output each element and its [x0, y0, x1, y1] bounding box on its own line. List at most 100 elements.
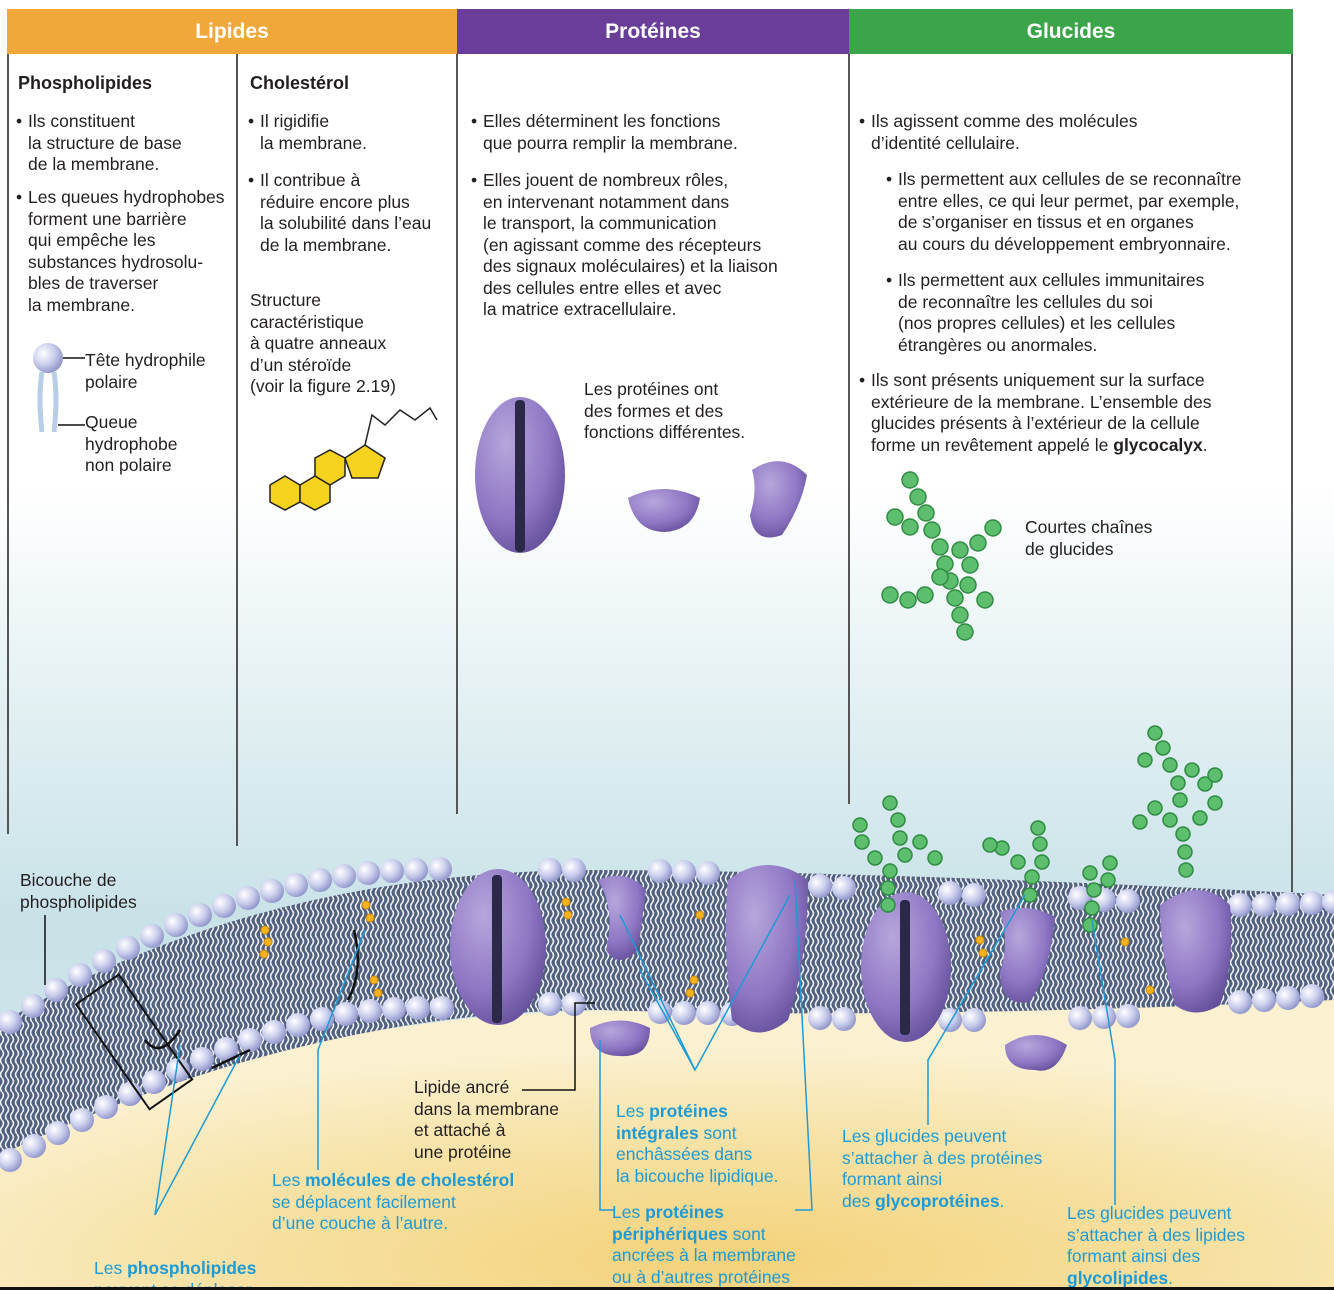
glycoproteines-label: Les glucides peuvent s’attacher à des pr…: [842, 1126, 1042, 1212]
text-line: Ils sont présents uniquement sur la surf…: [871, 370, 1205, 390]
text-line: forment une barrière: [28, 208, 187, 229]
bicouche-label: Bicouche de phospholipides: [20, 870, 137, 913]
header-glucides: Glucides: [849, 9, 1293, 54]
text-line: au cours du développement embryonnaire.: [898, 233, 1231, 254]
text-line: en intervenant notamment dans: [483, 191, 730, 212]
text-line: qui empêche les: [28, 230, 156, 250]
phospholipides-title: Phospholipides: [18, 73, 153, 93]
text-line: la membrane.: [28, 294, 135, 315]
phospholipides-bullet-1: • Ils constituent la structure de base d…: [16, 111, 182, 174]
text-line: de la membrane.: [28, 154, 160, 174]
text-line: la membrane.: [260, 132, 367, 153]
text-line: Structure: [250, 290, 321, 310]
text-segment: sont: [727, 1223, 766, 1244]
phospholipides-move-label: Les phospholipides peuvent se déplacer: [94, 1258, 256, 1290]
text-line: de s’organiser en tissus et en organes: [898, 212, 1194, 232]
integrales-term: intégrales: [616, 1122, 699, 1143]
text-line: Courtes chaînes: [1025, 517, 1153, 537]
text-segment: Les: [616, 1101, 650, 1121]
phospholipides-term: phospholipides: [127, 1258, 257, 1278]
peripheriques-term: périphériques: [612, 1223, 728, 1244]
glucides-bullet-2: • Ils sont présents uniquement sur la su…: [859, 370, 1212, 457]
text-line: Il contribue à: [260, 170, 361, 190]
text-line: Les queues hydrophobes: [28, 187, 225, 207]
cholesterol-bullet-2: • Il contribue à réduire encore plus la …: [248, 170, 432, 255]
text-segment: .: [1202, 434, 1208, 455]
proteines-formes-label: Les protéines ont des formes et des fonc…: [584, 379, 745, 444]
text-line: Les protéines: [616, 1101, 778, 1123]
divider-right: [1291, 54, 1293, 892]
header-lipides: Lipides: [7, 9, 457, 54]
text-line: la structure de base: [28, 132, 182, 153]
proteines-bullet-1: • Elles déterminent les fonctions que po…: [471, 111, 738, 153]
text-line: Les molécules de cholestérol: [272, 1170, 514, 1192]
glycocalyx-term: glycocalyx: [1113, 434, 1203, 455]
text-line: ou à d’autres protéines: [612, 1266, 791, 1287]
proteines-term: protéines: [645, 1202, 724, 1222]
text-line: et attaché à: [414, 1120, 506, 1140]
text-line: bles de traverser: [28, 273, 159, 293]
text-line: Les protéines: [612, 1202, 796, 1224]
text-line: Ils permettent aux cellules de se reconn…: [898, 169, 1242, 189]
text-line: non polaire: [85, 455, 172, 475]
text-line: caractéristique: [250, 311, 364, 332]
cholesterol-title: Cholestérol: [250, 73, 350, 93]
text-line: périphériques sont: [612, 1224, 796, 1246]
text-line: à quatre anneaux: [250, 333, 387, 353]
glycolipides-label: Les glucides peuvent s’attacher à des li…: [1067, 1203, 1245, 1289]
proteines-peripheriques-label: Les protéines périphériques sont ancrées…: [612, 1202, 796, 1288]
text-line: extérieure de la membrane. L’ensemble de…: [871, 391, 1212, 412]
text-line: hydrophobe: [85, 433, 178, 454]
text-line: des formes et des: [584, 400, 724, 421]
divider-lipides-inner: [236, 54, 238, 846]
text-line: polaire: [85, 371, 138, 392]
text-line: Ils constituent: [28, 111, 135, 131]
text-segment: sont: [698, 1122, 737, 1143]
text-line: se déplacent facilement: [272, 1191, 456, 1212]
text-line: le transport, la communication: [483, 213, 717, 233]
text-line: glucides présents à l’extérieur de la ce…: [871, 413, 1200, 433]
text-line: s’attacher à des protéines: [842, 1147, 1043, 1168]
text-segment: forme un revêtement appelé le: [871, 434, 1109, 455]
proteines-term: protéines: [649, 1101, 728, 1121]
divider-left: [7, 54, 9, 834]
text-line: (nos propres cellules) et les cellules: [898, 313, 1176, 333]
text-line: glycolipides.: [1067, 1268, 1245, 1290]
text-line: Bicouche de: [20, 870, 117, 890]
text-line: substances hydrosolu-: [28, 251, 204, 272]
cholesterol-move-label: Les molécules de cholestérol se déplacen…: [272, 1170, 514, 1235]
text-line: Ils permettent aux cellules immunitaires: [898, 270, 1205, 290]
cholesterol-structure-label: Structure caractéristique à quatre annea…: [250, 290, 396, 398]
text-line: réduire encore plus: [260, 191, 410, 212]
text-line: entre elles, ce qui leur permet, par exe…: [898, 190, 1240, 211]
text-segment: Les: [272, 1170, 306, 1190]
text-line: formant ainsi: [842, 1169, 943, 1189]
text-line: Elles déterminent les fonctions: [483, 111, 721, 131]
text-line: la matrice extracellulaire.: [483, 299, 677, 319]
text-segment: .: [1168, 1267, 1174, 1288]
glucides-bullet-1a: • Ils permettent aux cellules de se reco…: [886, 169, 1242, 254]
text-line: Queue: [85, 412, 138, 432]
text-line: Tête hydrophile: [85, 350, 206, 370]
text-line: formant ainsi des: [1067, 1246, 1201, 1266]
text-line: une protéine: [414, 1141, 512, 1162]
cholesterol-bullet-1: • Il rigidifie la membrane.: [248, 111, 367, 153]
text-segment: des: [842, 1190, 876, 1211]
text-line: la solubilité dans l’eau: [260, 213, 432, 233]
text-line: d’une couche à l’autre.: [272, 1213, 449, 1233]
proteines-bullet-2: • Elles jouent de nombreux rôles, en int…: [471, 170, 778, 319]
text-segment: Les: [94, 1258, 128, 1278]
glycoproteines-term: glycoprotéines: [875, 1190, 1000, 1211]
text-line: étrangères ou anormales.: [898, 334, 1098, 355]
text-line: Les glucides peuvent: [1067, 1203, 1232, 1223]
text-line: ancrées à la membrane: [612, 1245, 796, 1265]
text-line: des glycoprotéines.: [842, 1191, 1042, 1213]
text-line: Ils agissent comme des molécules: [871, 111, 1138, 131]
text-line: forme un revêtement appelé le glycocalyx…: [871, 435, 1211, 457]
proteines-integrales-label: Les protéines intégrales sont enchâssées…: [616, 1101, 778, 1187]
text-line: (voir la figure 2.19): [250, 376, 396, 396]
text-line: Les phospholipides: [94, 1258, 256, 1280]
text-line: (en agissant comme des récepteurs: [483, 234, 762, 255]
text-line: Il rigidifie: [260, 111, 330, 131]
text-line: Les glucides peuvent: [842, 1126, 1007, 1146]
